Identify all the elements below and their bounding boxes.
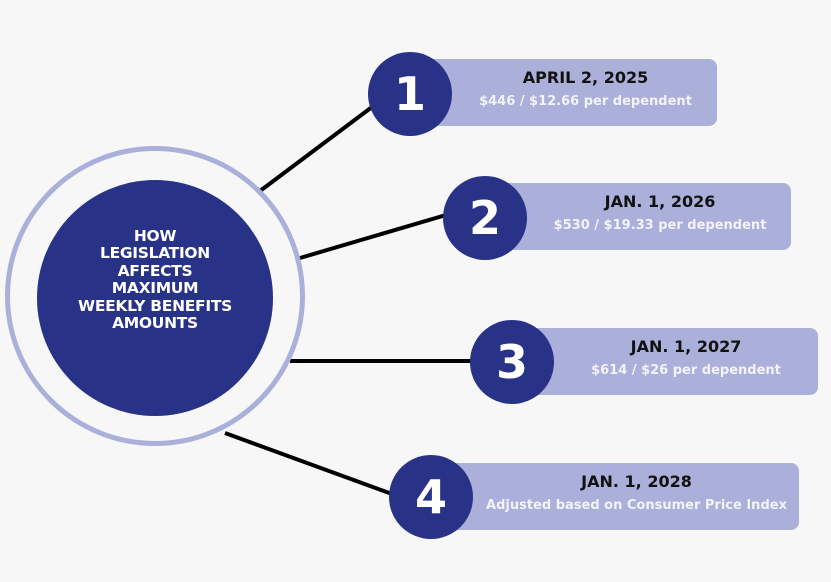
- hub-title-line: AFFECTS: [117, 261, 193, 280]
- step-1-detail: $446 / $12.66 per dependent: [479, 94, 692, 109]
- step-3-number-badge: 3: [470, 320, 554, 404]
- step-4-number-badge: 4: [389, 455, 473, 539]
- hub-title-line: MAXIMUM: [111, 279, 199, 297]
- connector-line-1: [258, 105, 374, 193]
- hub-title: HOW LEGISLATION AFFECTS MAXIMUM WEEKLY B…: [60, 226, 250, 333]
- hub-title-line: HOW: [133, 226, 177, 245]
- step-1-number-badge: 1: [368, 52, 452, 136]
- step-1-date: APRIL 2, 2025: [522, 68, 649, 87]
- step-2-number-badge: 2: [443, 176, 527, 260]
- connector-line-4: [224, 431, 393, 496]
- hub-title-line: WEEKLY BENEFITS: [78, 296, 232, 315]
- step-2-date: JAN. 1, 2026: [604, 192, 716, 211]
- step-4-card: JAN. 1, 2028 Adjusted based on Consumer …: [440, 463, 799, 530]
- step-3-date: JAN. 1, 2027: [630, 337, 742, 356]
- step-1-card: APRIL 2, 2025 $446 / $12.66 per dependen…: [420, 59, 717, 126]
- step-3-card: JAN. 1, 2027 $614 / $26 per dependent: [520, 328, 818, 395]
- step-2-detail: $530 / $19.33 per dependent: [553, 218, 767, 233]
- hub-circle: HOW LEGISLATION AFFECTS MAXIMUM WEEKLY B…: [37, 180, 273, 416]
- step-4-date: JAN. 1, 2028: [581, 472, 692, 491]
- step-4-detail: Adjusted based on Consumer Price Index: [486, 498, 787, 513]
- step-2-card: JAN. 1, 2026 $530 / $19.33 per dependent: [495, 183, 791, 250]
- connector-line-2: [299, 213, 447, 260]
- step-3-detail: $614 / $26 per dependent: [591, 363, 781, 378]
- hub-title-line: AMOUNTS: [112, 314, 198, 332]
- hub-title-line: LEGISLATION: [100, 244, 210, 262]
